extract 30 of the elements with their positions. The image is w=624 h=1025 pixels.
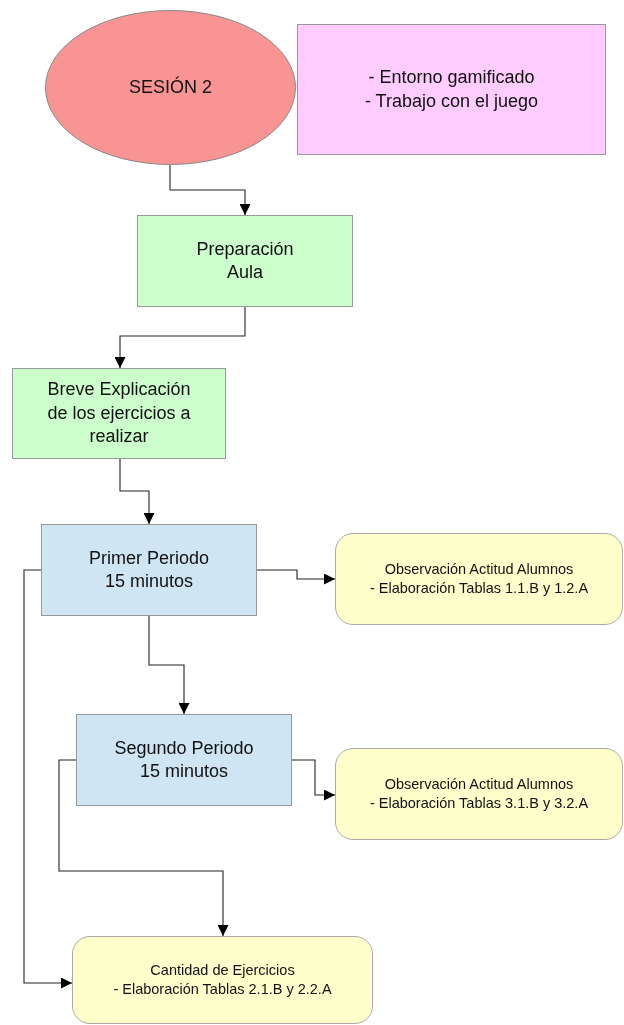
node-text: - Elaboración Tablas 1.1.B y 1.2.A <box>369 579 589 598</box>
node-text: Segundo Periodo 15 minutos <box>113 736 255 783</box>
node-text: - Trabajo con el juego <box>364 89 539 113</box>
arrow <box>169 164 251 216</box>
node-text: Breve Explicación de los ejercicios a realizar <box>46 378 192 449</box>
node-text: - Elaboración Tablas 3.1.B y 3.2.A <box>369 794 589 813</box>
output-box <box>335 533 623 625</box>
arrow <box>291 759 336 801</box>
process-box <box>137 215 353 307</box>
node-text: Preparación Aula <box>195 237 295 284</box>
start-ellipse <box>45 10 296 165</box>
node-text: Cantidad de Ejercicios <box>150 961 295 980</box>
arrow <box>23 569 73 989</box>
node-text: Observación Actitud Alumnos <box>384 775 574 794</box>
process-box <box>76 714 292 806</box>
arrow <box>58 759 229 937</box>
node-text: Observación Actitud Alumnos <box>384 560 574 579</box>
node-text: - Entorno gamificado <box>368 66 535 90</box>
process-box <box>12 368 226 459</box>
note-box <box>297 24 606 155</box>
process-box <box>41 524 257 616</box>
node-text: - Elaboración Tablas 2.1.B y 2.2.A <box>113 980 332 999</box>
node-text: Primer Periodo 15 minutos <box>87 546 210 593</box>
node-text: SESIÓN 2 <box>129 75 212 99</box>
arrow <box>114 306 246 369</box>
arrow <box>256 569 336 585</box>
arrow <box>148 615 190 715</box>
output-box <box>72 936 373 1024</box>
output-box <box>335 748 623 840</box>
arrow <box>119 458 155 525</box>
